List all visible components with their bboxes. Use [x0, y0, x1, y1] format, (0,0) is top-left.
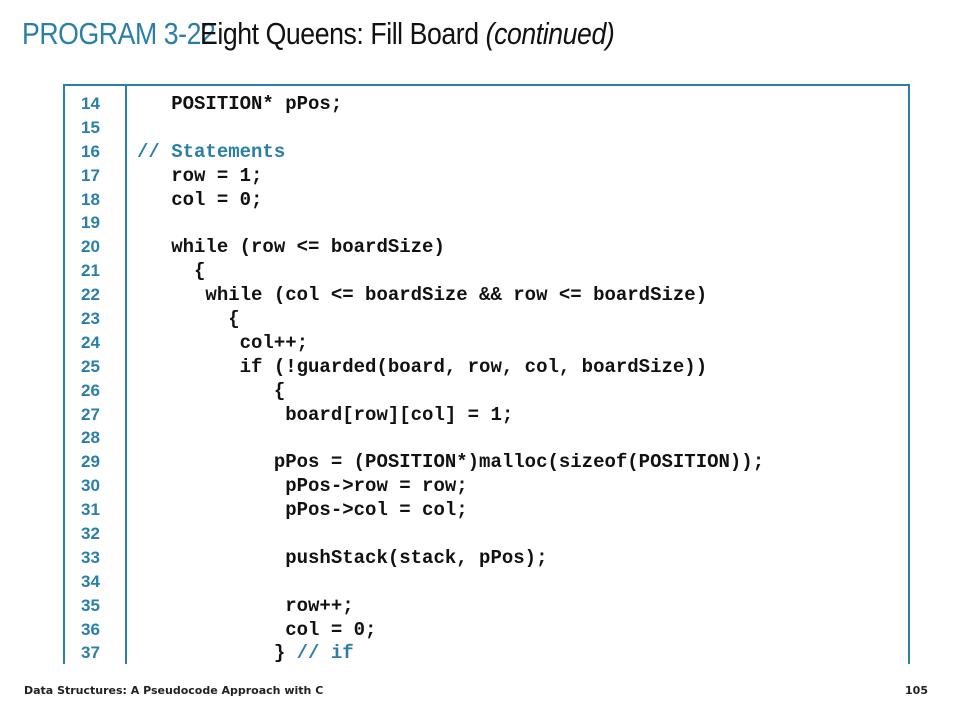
code-line: 23 { — [65, 307, 908, 331]
code-text-content: { — [137, 379, 286, 402]
code-text: { — [125, 307, 240, 330]
code-text: pushStack(stack, pPos); — [125, 547, 547, 569]
code-text-content: col = 0; — [137, 188, 263, 211]
code-line: 27 board[row][col] = 1; — [65, 403, 908, 427]
code-text-content: // Statements — [137, 140, 286, 163]
code-line: 25 if (!guarded(board, row, col, boardSi… — [65, 355, 908, 379]
code-line: 34 — [65, 570, 908, 594]
code-text: col = 0; — [125, 619, 376, 641]
code-text-content: board[row][col] = 1; — [137, 403, 514, 426]
code-text-content: col = 0; — [137, 618, 377, 641]
line-number-divider — [125, 86, 127, 664]
code-text-content: if (!guarded(board, row, col, boardSize)… — [137, 355, 708, 378]
code-text-content: row++; — [137, 594, 354, 617]
code-line: 29 pPos = (POSITION*)malloc(sizeof(POSIT… — [65, 450, 908, 474]
code-text-content: } — [137, 642, 297, 664]
program-label: PROGRAM 3-22 — [22, 16, 216, 51]
line-number: 34 — [81, 571, 100, 591]
line-number: 20 — [81, 237, 100, 257]
line-number: 18 — [81, 189, 100, 209]
footer-book-title: Data Structures: A Pseudocode Approach w… — [24, 684, 324, 697]
code-text: } // if — [125, 642, 354, 664]
code-text-content: while (row <= boardSize) — [137, 236, 445, 259]
code-line: 21 { — [65, 259, 908, 283]
line-number: 28 — [81, 428, 100, 448]
code-comment: // if — [296, 642, 354, 664]
code-line: 20 while (row <= boardSize) — [65, 235, 908, 259]
code-text: pPos->row = row; — [125, 475, 468, 498]
code-line: 37 } // if — [65, 641, 908, 664]
program-title-text: Eight Queens: Fill Board — [200, 16, 479, 51]
line-number: 26 — [81, 380, 100, 400]
code-text-content: { — [137, 307, 240, 330]
code-line: 33 pushStack(stack, pPos); — [65, 546, 908, 570]
program-title-suffix: (continued) — [485, 16, 615, 51]
code-text: while (col <= boardSize && row <= boardS… — [125, 284, 707, 306]
code-line: 19 — [65, 211, 908, 235]
code-line: 15 — [65, 116, 908, 140]
page-title: PROGRAM 3-22 Eight Queens: Fill Board (c… — [22, 16, 682, 66]
code-text: while (row <= boardSize) — [125, 236, 445, 258]
code-line: 31 pPos->col = col; — [65, 498, 908, 522]
line-number: 35 — [81, 595, 100, 615]
code-text-content: pPos->col = col; — [137, 499, 468, 522]
line-number: 17 — [81, 165, 100, 185]
code-line: 28 — [65, 426, 908, 450]
code-text-content: pPos->row = row; — [137, 475, 468, 498]
line-number: 21 — [81, 261, 100, 281]
code-line: 17 row = 1; — [65, 164, 908, 188]
code-text: board[row][col] = 1; — [125, 404, 513, 426]
code-line: 22 while (col <= boardSize && row <= boa… — [65, 283, 908, 307]
code-text: { — [125, 380, 285, 402]
line-number: 37 — [81, 643, 100, 663]
line-number: 22 — [81, 285, 100, 305]
code-comment: // Statements — [125, 141, 285, 163]
line-number: 16 — [81, 141, 100, 161]
code-text: { — [125, 260, 205, 282]
code-line: 26 { — [65, 379, 908, 403]
line-number: 32 — [81, 523, 100, 543]
line-number: 33 — [81, 547, 100, 567]
code-text-content: col++; — [137, 331, 309, 354]
code-text: pPos = (POSITION*)malloc(sizeof(POSITION… — [125, 451, 764, 473]
code-line: 35 row++; — [65, 594, 908, 618]
line-number: 19 — [81, 213, 100, 233]
line-number: 24 — [81, 332, 100, 352]
program-title: Eight Queens: Fill Board (continued) — [200, 16, 615, 52]
code-line: 18 col = 0; — [65, 188, 908, 212]
code-text: if (!guarded(board, row, col, boardSize)… — [125, 356, 707, 378]
line-number: 23 — [81, 308, 100, 328]
line-number: 31 — [81, 500, 100, 520]
code-line: 32 — [65, 522, 908, 546]
code-line: 16 // Statements — [65, 140, 908, 164]
code-text: POSITION* pPos; — [125, 93, 342, 115]
code-text: col++; — [125, 332, 308, 354]
code-text: col = 0; — [125, 189, 262, 211]
line-number: 14 — [81, 93, 100, 113]
code-text-content: while (col <= boardSize && row <= boardS… — [137, 284, 708, 307]
code-line: 30 pPos->row = row; — [65, 474, 908, 498]
code-line: 14 POSITION* pPos; — [65, 92, 908, 116]
code-text: row++; — [125, 594, 354, 617]
line-number: 27 — [81, 404, 100, 424]
code-text-content: row = 1; — [137, 164, 263, 187]
code-text-content: POSITION* pPos; — [137, 92, 343, 115]
code-text-content: pushStack(stack, pPos); — [137, 546, 548, 569]
code-text-content: { — [137, 260, 206, 283]
line-number: 15 — [81, 117, 100, 137]
code-text: row = 1; — [125, 165, 262, 187]
code-text: pPos->col = col; — [125, 499, 468, 522]
code-text-content: pPos = (POSITION*)malloc(sizeof(POSITION… — [137, 451, 765, 474]
line-number: 25 — [81, 356, 100, 376]
code-line: 36 col = 0; — [65, 618, 908, 642]
line-number: 30 — [81, 476, 100, 496]
footer-page-number: 105 — [905, 684, 928, 697]
code-line: 24 col++; — [65, 331, 908, 355]
line-number: 36 — [81, 619, 100, 639]
line-number: 29 — [81, 452, 100, 472]
